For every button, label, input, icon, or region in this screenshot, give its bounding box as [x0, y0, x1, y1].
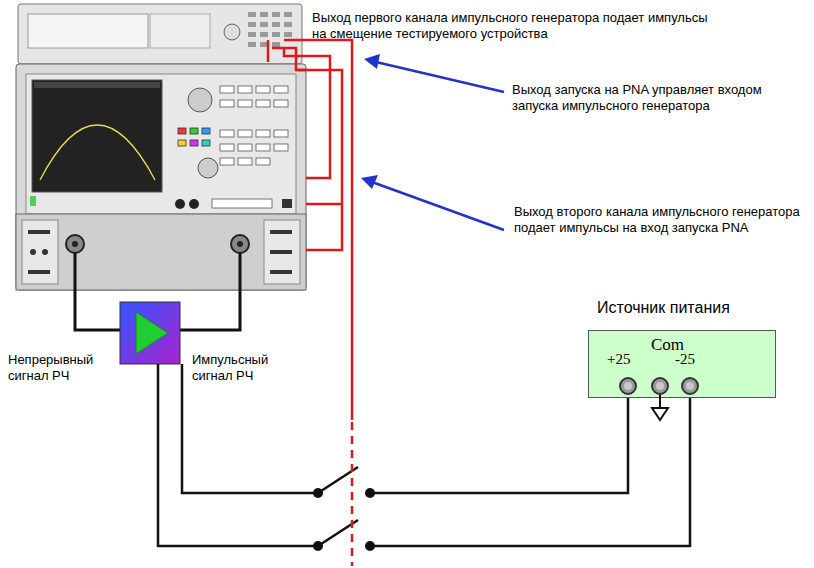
terminal-core: [656, 382, 664, 390]
terminal: [620, 378, 636, 394]
power-supply-box: Источник питанияCom+25-25: [588, 330, 776, 398]
terminal-voltage: +25: [607, 351, 630, 368]
pulse-generator: [18, 4, 302, 64]
pulse-wires: [268, 40, 352, 420]
switch-contacts: [313, 488, 375, 551]
callout-note: Выход первого канала импульсного генерат…: [312, 10, 712, 42]
terminal-core: [624, 382, 632, 390]
network-analyzer: [16, 64, 306, 290]
terminal-core: [686, 382, 694, 390]
device-title: Источник питания: [597, 299, 730, 317]
callout-note: Выход второго канала импульсного генерат…: [514, 204, 810, 236]
callout-note: Выход запуска на PNA управляет входом за…: [512, 82, 772, 114]
terminal: [652, 378, 668, 394]
terminal-voltage: -25: [675, 351, 695, 368]
switch-control-dashed: [351, 422, 354, 566]
signal-label: Импульсный сигнал РЧ: [192, 352, 292, 384]
signal-label: Непрерывный сигнал РЧ: [8, 352, 108, 384]
arrowheads: [361, 54, 380, 189]
amplifier-dut: [120, 302, 180, 364]
callout-arrows: [372, 62, 504, 230]
terminal: [682, 378, 698, 394]
